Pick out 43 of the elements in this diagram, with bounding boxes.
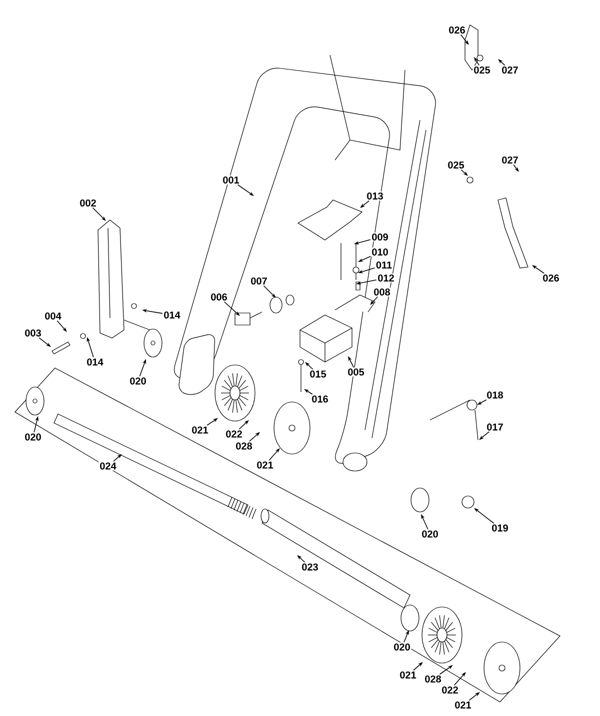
callout-number: 009 (370, 232, 390, 242)
callout-number: 018 (486, 390, 504, 400)
callout-number: 021 (454, 700, 472, 710)
callout-number: 025 (472, 65, 492, 75)
callout-number: 007 (250, 276, 268, 286)
callout-number: 014 (162, 310, 182, 320)
leader-line (498, 59, 506, 66)
callout-number: 020 (24, 432, 42, 442)
callout-number: 005 (346, 367, 366, 377)
callout-number: 026 (542, 273, 560, 283)
callout-number: 020 (392, 642, 412, 652)
callout-number: 021 (398, 670, 418, 680)
leader-line (297, 555, 306, 563)
callout-number: 017 (486, 422, 504, 432)
callout-number: 001 (222, 175, 240, 185)
callout-number: 014 (86, 357, 104, 367)
leader-line (92, 207, 106, 221)
callout-number: 021 (256, 460, 274, 470)
leader-line (238, 420, 249, 430)
leader-line (370, 296, 378, 305)
callout-number: 022 (224, 429, 244, 439)
callout-number: 013 (366, 191, 384, 201)
callout-number: 020 (128, 376, 148, 386)
callout-number: 015 (308, 369, 328, 379)
callout-number: 027 (500, 65, 520, 75)
leader-line (263, 285, 276, 298)
callout-number: 010 (370, 247, 390, 257)
leader-line (305, 362, 314, 370)
callout-number: 016 (310, 394, 330, 404)
callout-number: 026 (448, 25, 466, 35)
callout-number: 021 (190, 425, 210, 435)
callout-number: 002 (78, 198, 98, 208)
callout-number: 020 (420, 529, 440, 539)
callout-number: 028 (424, 674, 442, 684)
callout-number: 022 (440, 685, 460, 695)
callout-number: 003 (24, 328, 42, 338)
callout-number: 023 (300, 562, 320, 572)
callout-number: 004 (44, 311, 62, 321)
callout-number: 024 (98, 461, 118, 471)
callout-number: 028 (234, 441, 254, 451)
callout-number: 025 (446, 160, 466, 170)
callout-number: 027 (500, 155, 520, 165)
callout-number: 019 (490, 523, 510, 533)
